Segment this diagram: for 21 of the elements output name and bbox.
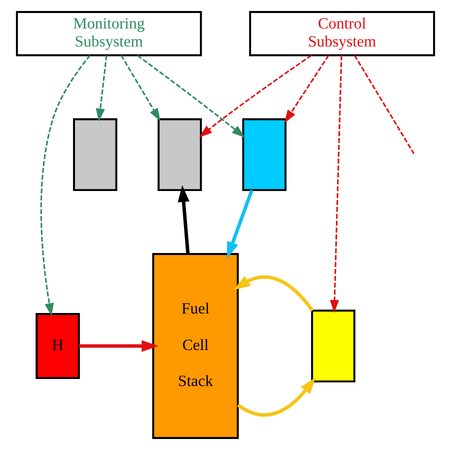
arrow <box>136 54 244 138</box>
arrow <box>177 185 190 254</box>
arrow <box>329 55 342 313</box>
node-box: Monitoring Subsystem <box>15 11 202 56</box>
node-box <box>242 118 286 192</box>
arrow <box>284 54 329 124</box>
node-box: H <box>35 313 80 379</box>
arrow <box>95 55 107 122</box>
connector <box>353 54 414 154</box>
node-box: Fuel Cell Stack <box>152 253 238 439</box>
arrow <box>236 377 316 417</box>
node-box <box>157 118 202 192</box>
node-box <box>72 118 117 192</box>
arrow <box>78 340 158 352</box>
arrow <box>120 54 160 122</box>
arrow <box>40 54 90 316</box>
arrow <box>226 190 253 259</box>
arrow <box>233 275 314 312</box>
arrow <box>198 54 312 138</box>
node-box <box>310 310 355 382</box>
node-box: Control Subsystem <box>248 11 435 56</box>
